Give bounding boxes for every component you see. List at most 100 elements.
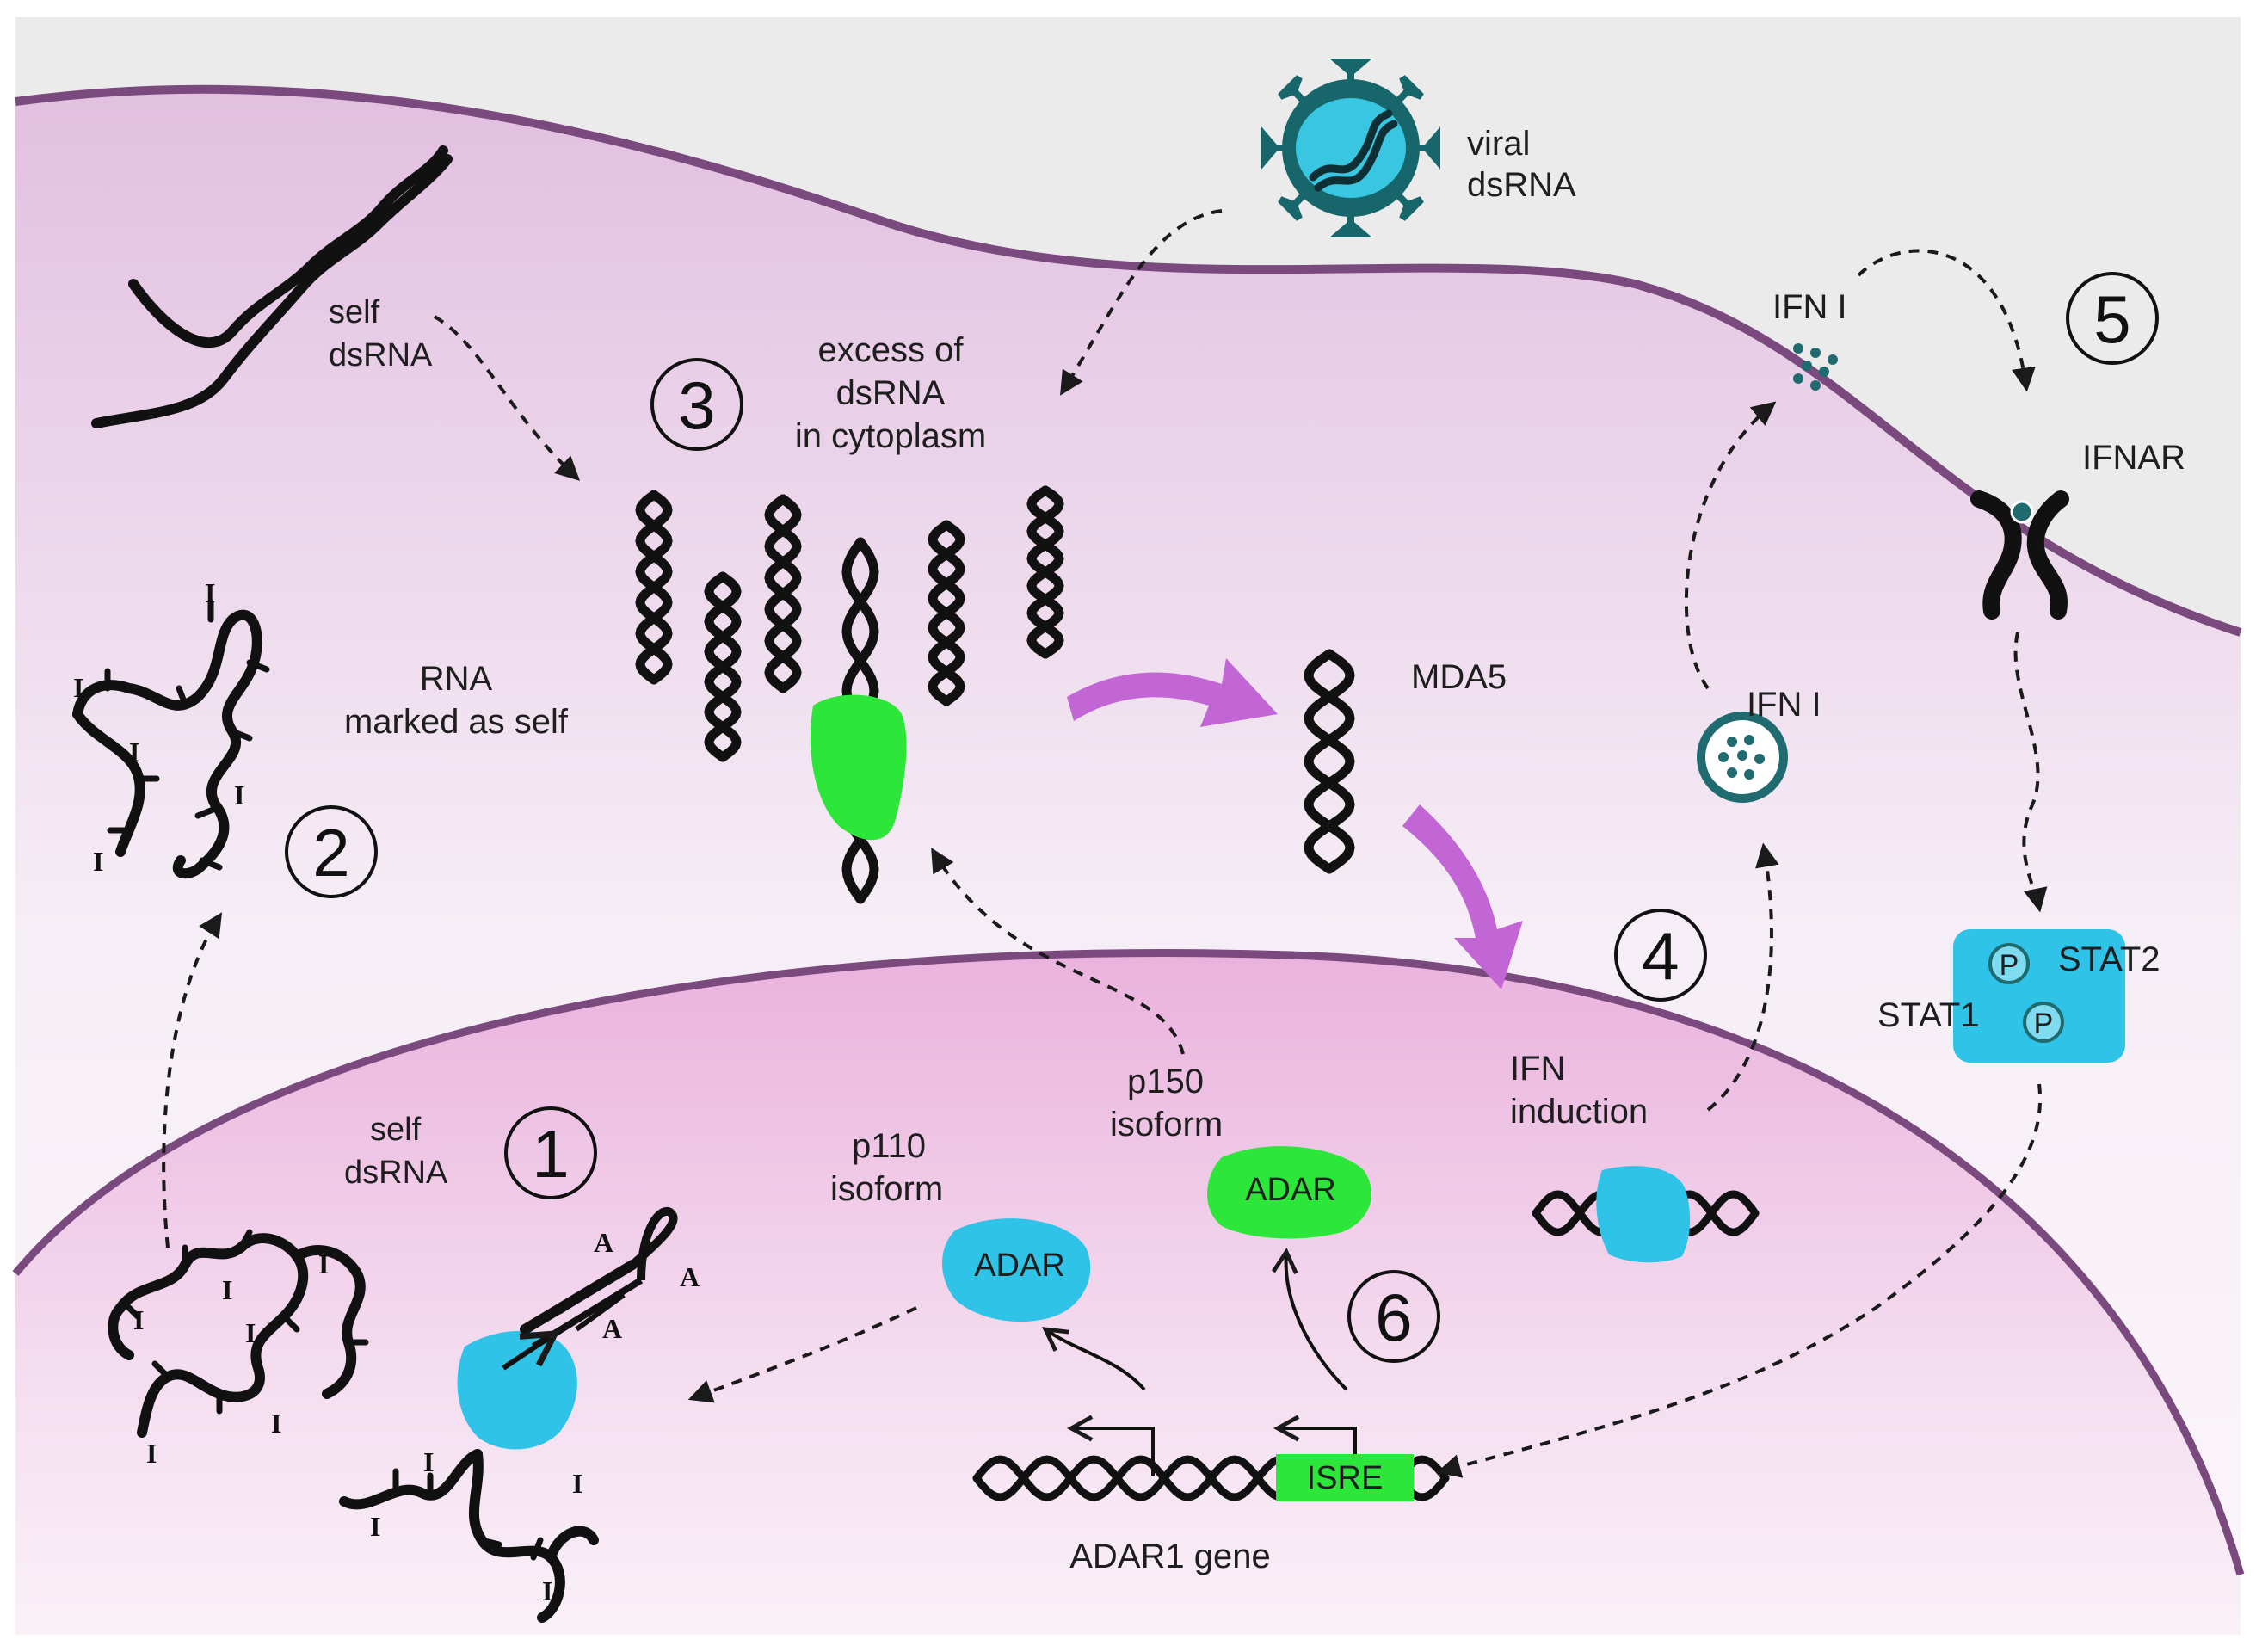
p110-label-2: isoform <box>830 1170 943 1208</box>
stat-complex: P P <box>1953 929 2125 1063</box>
step-5-number: 5 <box>2093 281 2130 357</box>
promoter-arrow-p110 <box>1067 1415 1155 1476</box>
adar-editing-event: I I I I A A A <box>339 1207 700 1623</box>
viral-dsrna-label-2: dsRNA <box>1467 166 1576 204</box>
virus <box>1261 59 1440 237</box>
nuclear-membrane <box>12 949 2245 1576</box>
translation-arrow-p110 <box>1041 1327 1146 1391</box>
isre-element <box>1276 1454 1414 1501</box>
adenosine-mark: A <box>680 1261 700 1292</box>
ifn-induction-label-1: IFN <box>1510 1050 1565 1088</box>
inosine-mark: I <box>423 1446 434 1477</box>
ifnar-receptor <box>1970 490 2069 620</box>
inosine-mark: I <box>234 780 244 811</box>
self-dsrna-nuc-label-1: self <box>370 1112 422 1148</box>
cell-membrane <box>15 84 2242 637</box>
step-6-number: 6 <box>1375 1279 1412 1355</box>
inosine-mark: I <box>146 1438 157 1469</box>
viral-dsrna-label-1: viral <box>1467 125 1530 163</box>
arrow-ifnar-to-stat <box>2013 632 2048 913</box>
pathway-arrow-3-to-mda5 <box>1067 658 1278 727</box>
nucleus <box>15 952 2241 1635</box>
step-3: 3 <box>650 358 743 451</box>
translation-arrow-p150 <box>1271 1248 1348 1391</box>
ifnar-label: IFNAR <box>2082 439 2185 477</box>
adar-p110 <box>942 1218 1091 1322</box>
inosine-mark: I <box>129 737 139 767</box>
inosine-mark: I <box>318 1248 329 1279</box>
dsrna-helix <box>635 490 673 685</box>
arrow-nucleus-to-rna-marked <box>162 912 223 1248</box>
inosine-mark: I <box>93 846 103 877</box>
adar-p150-label: ADAR <box>1245 1172 1336 1208</box>
ifn-ligand <box>2010 500 2034 524</box>
pathway-arrow-mda5-to-4 <box>1402 804 1523 989</box>
ifn-vesicle-label: IFN I <box>1747 686 1821 724</box>
step-2-number: 2 <box>312 815 349 891</box>
p110-label-1: p110 <box>852 1127 926 1165</box>
adenosine-mark: A <box>594 1227 613 1258</box>
rna-marked-label-2: marked as self <box>344 703 569 741</box>
phospho-label: P <box>2000 949 2019 982</box>
inosine-mark: I <box>370 1511 380 1542</box>
step-6: 6 <box>1347 1270 1440 1363</box>
rna-marked-label-1: RNA <box>420 660 493 698</box>
ifn-vesicle <box>1697 712 1788 803</box>
step-3-number: 3 <box>678 367 715 443</box>
rna-marked-as-self: I I I I I <box>72 577 270 879</box>
self-dsrna-top-label-1: self <box>329 294 380 330</box>
ifn-secreted-dots <box>1793 343 1838 391</box>
arrow-stat-to-isre <box>1436 1083 2042 1478</box>
arrow-ifn-to-ifnar <box>1857 249 2036 392</box>
inosine-mark: I <box>542 1575 552 1606</box>
adenosine-mark: A <box>602 1313 622 1344</box>
inosine-mark: I <box>271 1408 281 1439</box>
arrow-p150-to-cytoplasm <box>931 848 1185 1055</box>
adar-p150 <box>1207 1146 1372 1239</box>
inosine-mark: I <box>205 577 215 608</box>
self-dsrna-top <box>91 145 453 428</box>
phospho-circle <box>2023 1002 2064 1043</box>
inosine-mark: I <box>572 1468 582 1499</box>
dashed-arrows <box>162 209 2048 1478</box>
excess-label-2: dsRNA <box>836 374 946 412</box>
adar-p110-editing <box>457 1330 577 1450</box>
adar-p150-on-dsrna <box>810 694 907 841</box>
mda5-helix <box>1304 649 1355 874</box>
dsrna-helix <box>764 494 802 693</box>
dsrna-helix <box>1026 485 1064 659</box>
viral-dsrna-strand <box>1309 109 1393 182</box>
inosine-mark: I <box>133 1304 144 1335</box>
virus-spikes <box>1261 59 1440 237</box>
p150-label-1: p150 <box>1127 1063 1204 1100</box>
phospho-circle <box>1988 943 2030 984</box>
promoter-arrow-p150 <box>1273 1415 1357 1454</box>
self-dsrna-top-label-2: dsRNA <box>329 337 433 373</box>
adar1-gene-label: ADAR1 gene <box>1069 1538 1270 1575</box>
dsrna-helix <box>704 571 742 762</box>
inosine-mark: I <box>73 672 83 703</box>
phospho-label: P <box>2034 1008 2054 1040</box>
edited-self-rna-nucleus: I I I I I I <box>108 1229 369 1469</box>
rna-hairpin-loop <box>629 1207 678 1281</box>
dsrna-helix <box>928 520 965 706</box>
step-1-number: 1 <box>532 1116 569 1192</box>
ifn-secreted-label: IFN I <box>1772 288 1847 326</box>
step-4-number: 4 <box>1642 918 1679 994</box>
adar-p110-label: ADAR <box>974 1248 1065 1284</box>
isre-label: ISRE <box>1307 1460 1384 1496</box>
stat1-label: STAT1 <box>1877 996 1980 1034</box>
mda5-label: MDA5 <box>1411 658 1507 696</box>
arrow-vesicle-to-secretion <box>1684 401 1777 690</box>
step-1: 1 <box>504 1106 597 1199</box>
ifn-transcription-factor <box>1596 1166 1691 1263</box>
p150-label-2: isoform <box>1110 1106 1223 1143</box>
step-4: 4 <box>1614 909 1707 1002</box>
excess-label-3: in cytoplasm <box>795 417 986 455</box>
step-5: 5 <box>2066 272 2159 365</box>
ifn-dots <box>1718 735 1765 780</box>
arrow-self-dsrna-to-cytoplasm <box>433 315 581 481</box>
arrow-p110-to-editing <box>687 1306 917 1403</box>
